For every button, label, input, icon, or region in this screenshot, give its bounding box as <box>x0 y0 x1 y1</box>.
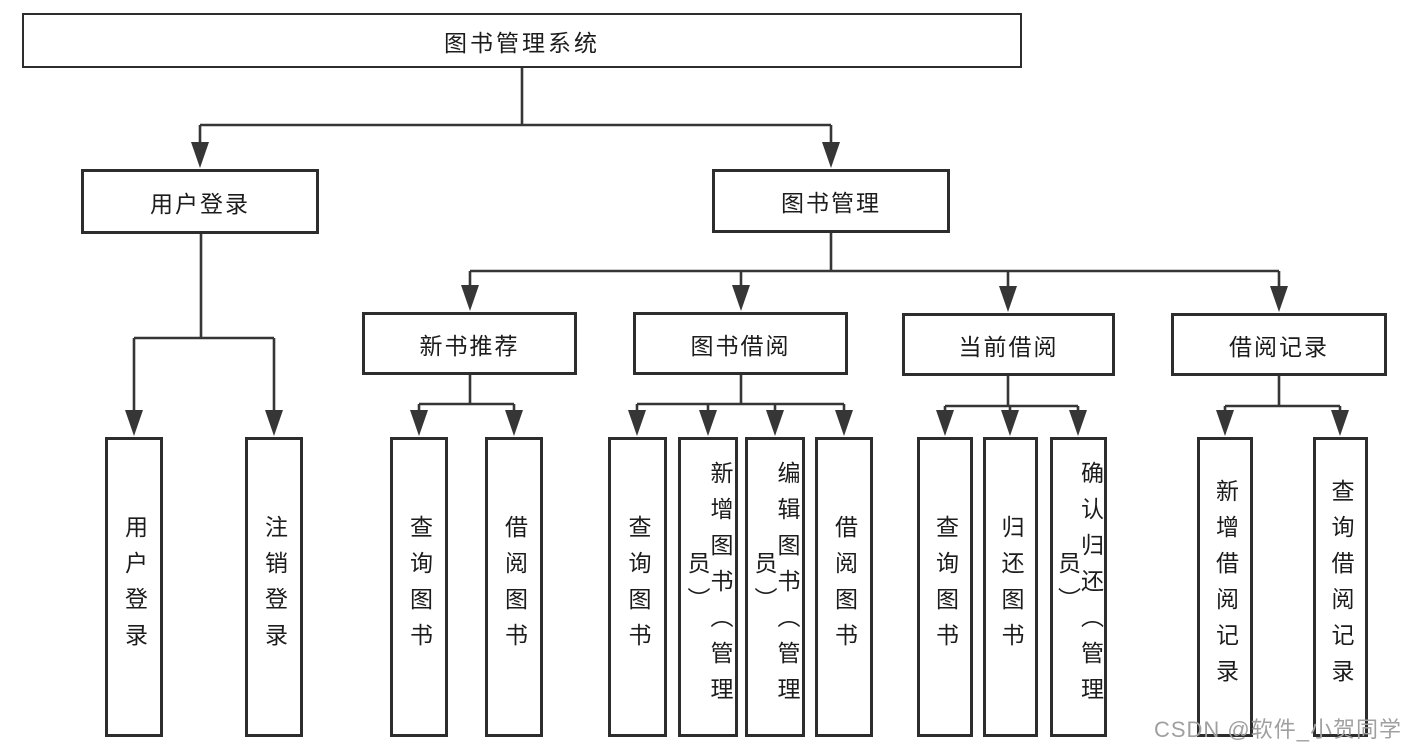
node-leaf-bb-add-books: 新增图书（管理员） <box>678 437 738 737</box>
arrowhead-down-icon <box>125 410 143 436</box>
arrowhead-down-icon <box>265 410 283 436</box>
arrowhead-down-icon <box>766 410 784 436</box>
node-user-login: 用户登录 <box>81 169 319 234</box>
arrowhead-down-icon <box>1069 410 1087 436</box>
arrowhead-down-icon <box>699 410 717 436</box>
arrowhead-down-icon <box>1270 286 1288 312</box>
node-leaf-br-query-record: 查询借阅记录 <box>1313 437 1368 737</box>
node-root: 图书管理系统 <box>22 13 1022 68</box>
node-leaf-br-add-record: 新增借阅记录 <box>1197 437 1253 737</box>
arrowhead-down-icon <box>999 286 1017 312</box>
node-leaf-cb-return-books: 归还图书 <box>983 437 1038 737</box>
arrowhead-down-icon <box>1331 410 1349 436</box>
node-leaf-bb-edit-books: 编辑图书（管理员） <box>745 437 805 737</box>
arrowhead-down-icon <box>505 410 523 436</box>
arrowhead-down-icon <box>1216 410 1234 436</box>
arrowhead-down-icon <box>191 142 209 168</box>
node-new-book-recommendation: 新书推荐 <box>362 312 577 375</box>
node-leaf-user-login: 用户登录 <box>105 437 163 737</box>
node-leaf-logout: 注销登录 <box>245 437 303 737</box>
node-book-borrowing: 图书借阅 <box>633 312 848 375</box>
arrowhead-down-icon <box>410 410 428 436</box>
arrowhead-down-icon <box>835 410 853 436</box>
arrowhead-down-icon <box>461 285 479 311</box>
node-leaf-cb-query-books: 查询图书 <box>917 437 973 737</box>
node-borrowing-records: 借阅记录 <box>1171 313 1387 376</box>
arrowhead-down-icon <box>628 410 646 436</box>
node-current-borrowing: 当前借阅 <box>902 313 1115 376</box>
node-leaf-cb-confirm-return: 确认归还（管理员） <box>1050 437 1107 737</box>
arrowhead-down-icon <box>936 410 954 436</box>
node-leaf-nbr-borrow-books: 借阅图书 <box>485 437 543 737</box>
arrowhead-down-icon <box>822 142 840 168</box>
node-book-management: 图书管理 <box>712 169 950 233</box>
watermark: CSDN @软件_小贺同学 <box>1153 717 1402 742</box>
arrowhead-down-icon <box>732 285 750 311</box>
arrowhead-down-icon <box>1001 410 1019 436</box>
node-leaf-bb-query-books: 查询图书 <box>608 437 667 737</box>
node-leaf-bb-borrow-books: 借阅图书 <box>815 437 873 737</box>
node-leaf-nbr-query-books: 查询图书 <box>390 437 448 737</box>
